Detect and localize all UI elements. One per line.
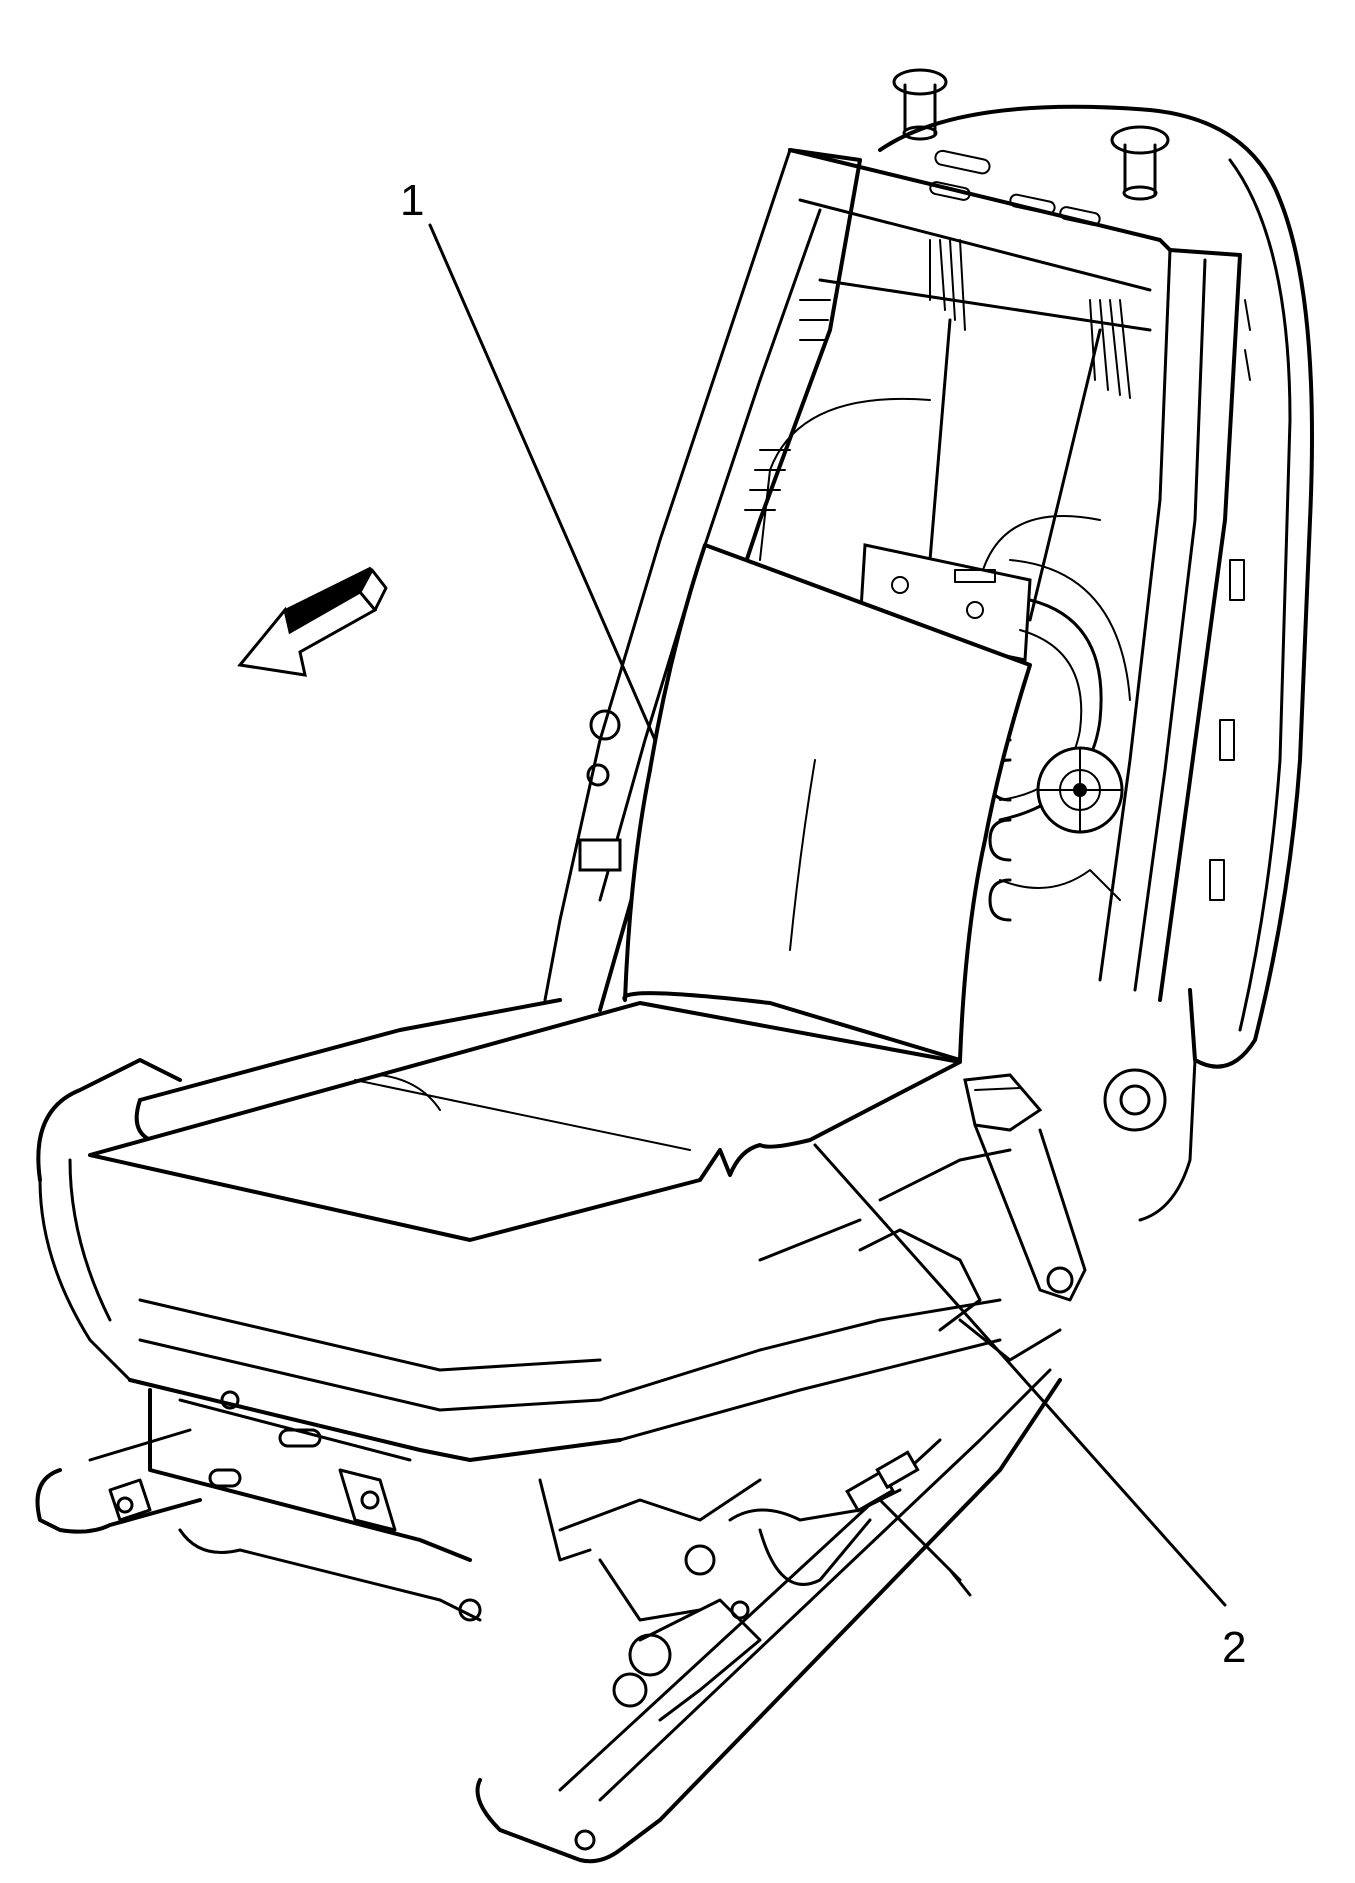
callout-1-label: 1 <box>400 176 424 225</box>
seat-back-pad <box>622 543 1032 1062</box>
seat-cushion-pad <box>88 1001 962 1242</box>
headrest-guide-right <box>1110 125 1170 201</box>
callout-1-leader <box>428 223 657 742</box>
seat-back-frame <box>543 68 1314 1222</box>
seat-belt-buckle <box>963 1068 1167 1302</box>
arrow-forward-icon <box>237 566 388 677</box>
seat-adjuster-tracks <box>35 1228 1062 1864</box>
callout-2-leader <box>813 1143 1227 1607</box>
headrest-guide-left <box>892 68 948 141</box>
seat-back-pad-crease <box>789 759 816 951</box>
recliner-gear <box>1036 746 1124 834</box>
callout-2-label: 2 <box>1222 1623 1246 1672</box>
